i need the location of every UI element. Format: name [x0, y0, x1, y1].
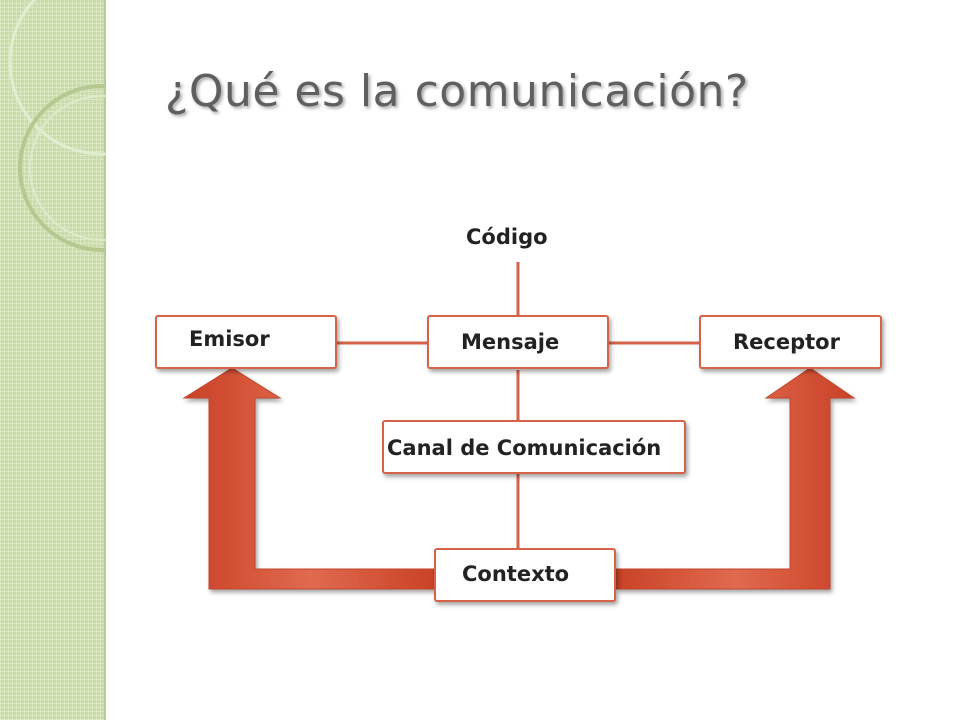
emisor-box: Emisor	[155, 315, 337, 369]
emisor-label: Emisor	[189, 327, 270, 351]
page-title: ¿Qué es la comunicación?	[165, 66, 749, 117]
connector-lines	[337, 262, 699, 549]
arrow-contexto-emisor	[182, 367, 437, 590]
canal-label: Canal de Comunicación	[387, 436, 662, 460]
receptor-box: Receptor	[699, 315, 882, 369]
mensaje-box: Mensaje	[427, 315, 609, 369]
receptor-label: Receptor	[733, 330, 840, 354]
decorative-sidebar	[0, 0, 106, 720]
canal-box: Canal de Comunicación	[382, 420, 686, 474]
codigo-label: Código	[466, 225, 548, 249]
mensaje-label: Mensaje	[461, 330, 560, 354]
arrow-contexto-receptor	[615, 367, 856, 590]
contexto-box: Contexto	[434, 548, 616, 602]
contexto-label: Contexto	[462, 562, 570, 586]
circle-ornament-icon	[8, 0, 106, 252]
